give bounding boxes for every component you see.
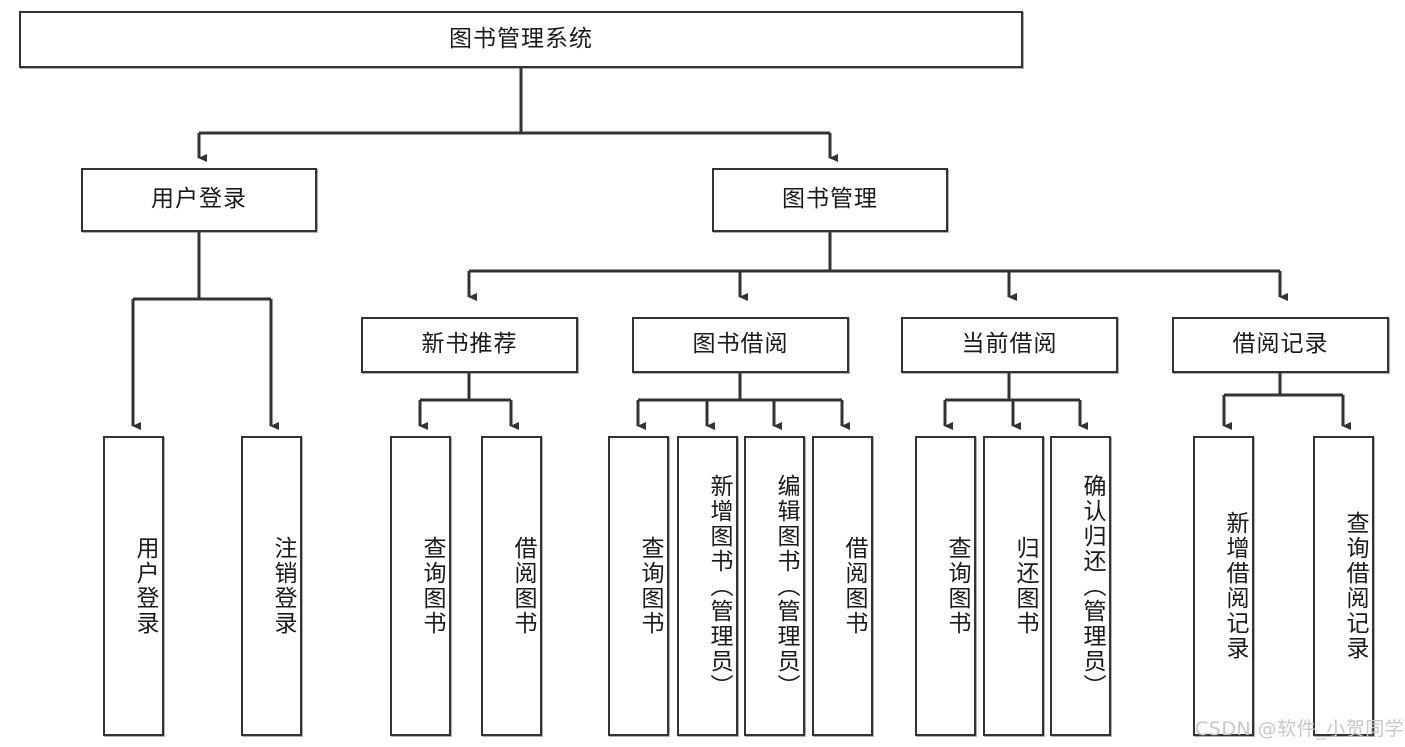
leaf-query-book-3[interactable]: 查询图书: [915, 436, 976, 736]
node-book-manage[interactable]: 图书管理: [712, 168, 948, 232]
leaf-add-book-label: 新增图书（管理员）: [706, 473, 732, 699]
leaf-logout-login[interactable]: 注销登录: [241, 436, 302, 736]
node-book-borrow-label: 图书借阅: [692, 331, 789, 358]
node-book-borrow[interactable]: 图书借阅: [632, 317, 849, 373]
node-borrow-record-label: 借阅记录: [1232, 331, 1329, 358]
node-new-book-rec[interactable]: 新书推荐: [361, 317, 578, 373]
leaf-query-book-2[interactable]: 查询图书: [608, 436, 669, 736]
node-root[interactable]: 图书管理系统: [19, 11, 1023, 68]
node-book-manage-label: 图书管理: [782, 186, 878, 213]
leaf-query-book-1[interactable]: 查询图书: [390, 436, 451, 736]
leaf-add-record[interactable]: 新增借阅记录: [1193, 436, 1254, 736]
node-user-login-label: 用户登录: [151, 186, 247, 213]
node-user-login[interactable]: 用户登录: [81, 168, 317, 232]
leaf-edit-book-label: 编辑图书（管理员）: [773, 473, 799, 699]
leaf-user-login-label: 用户登录: [132, 536, 158, 636]
node-borrow-record[interactable]: 借阅记录: [1172, 317, 1389, 373]
leaf-borrow-book-1[interactable]: 借阅图书: [481, 436, 542, 736]
leaf-query-book-2-label: 查询图书: [637, 536, 663, 636]
leaf-edit-book[interactable]: 编辑图书（管理员）: [744, 436, 805, 736]
leaf-return-book-label: 归还图书: [1012, 536, 1038, 636]
leaf-confirm-return-label: 确认归还（管理员）: [1079, 473, 1105, 699]
leaf-query-book-3-label: 查询图书: [944, 536, 970, 636]
leaf-add-record-label: 新增借阅记录: [1222, 511, 1248, 661]
leaf-borrow-book-2[interactable]: 借阅图书: [812, 436, 873, 736]
leaf-query-book-1-label: 查询图书: [419, 536, 445, 636]
node-root-label: 图书管理系统: [449, 25, 593, 52]
leaf-return-book[interactable]: 归还图书: [983, 436, 1044, 736]
leaf-borrow-book-1-label: 借阅图书: [510, 536, 536, 636]
csdn-watermark: CSDN @软件_小贺同学: [1195, 718, 1405, 740]
leaf-borrow-book-2-label: 借阅图书: [841, 536, 867, 636]
leaf-user-login[interactable]: 用户登录: [103, 436, 164, 736]
node-current-borrow[interactable]: 当前借阅: [901, 317, 1118, 373]
leaf-query-record-label: 查询借阅记录: [1342, 511, 1368, 661]
leaf-query-record[interactable]: 查询借阅记录: [1313, 436, 1374, 736]
leaf-logout-login-label: 注销登录: [270, 536, 296, 636]
node-new-book-rec-label: 新书推荐: [421, 331, 518, 358]
leaf-add-book[interactable]: 新增图书（管理员）: [677, 436, 738, 736]
leaf-confirm-return[interactable]: 确认归还（管理员）: [1050, 436, 1111, 736]
node-current-borrow-label: 当前借阅: [961, 331, 1058, 358]
